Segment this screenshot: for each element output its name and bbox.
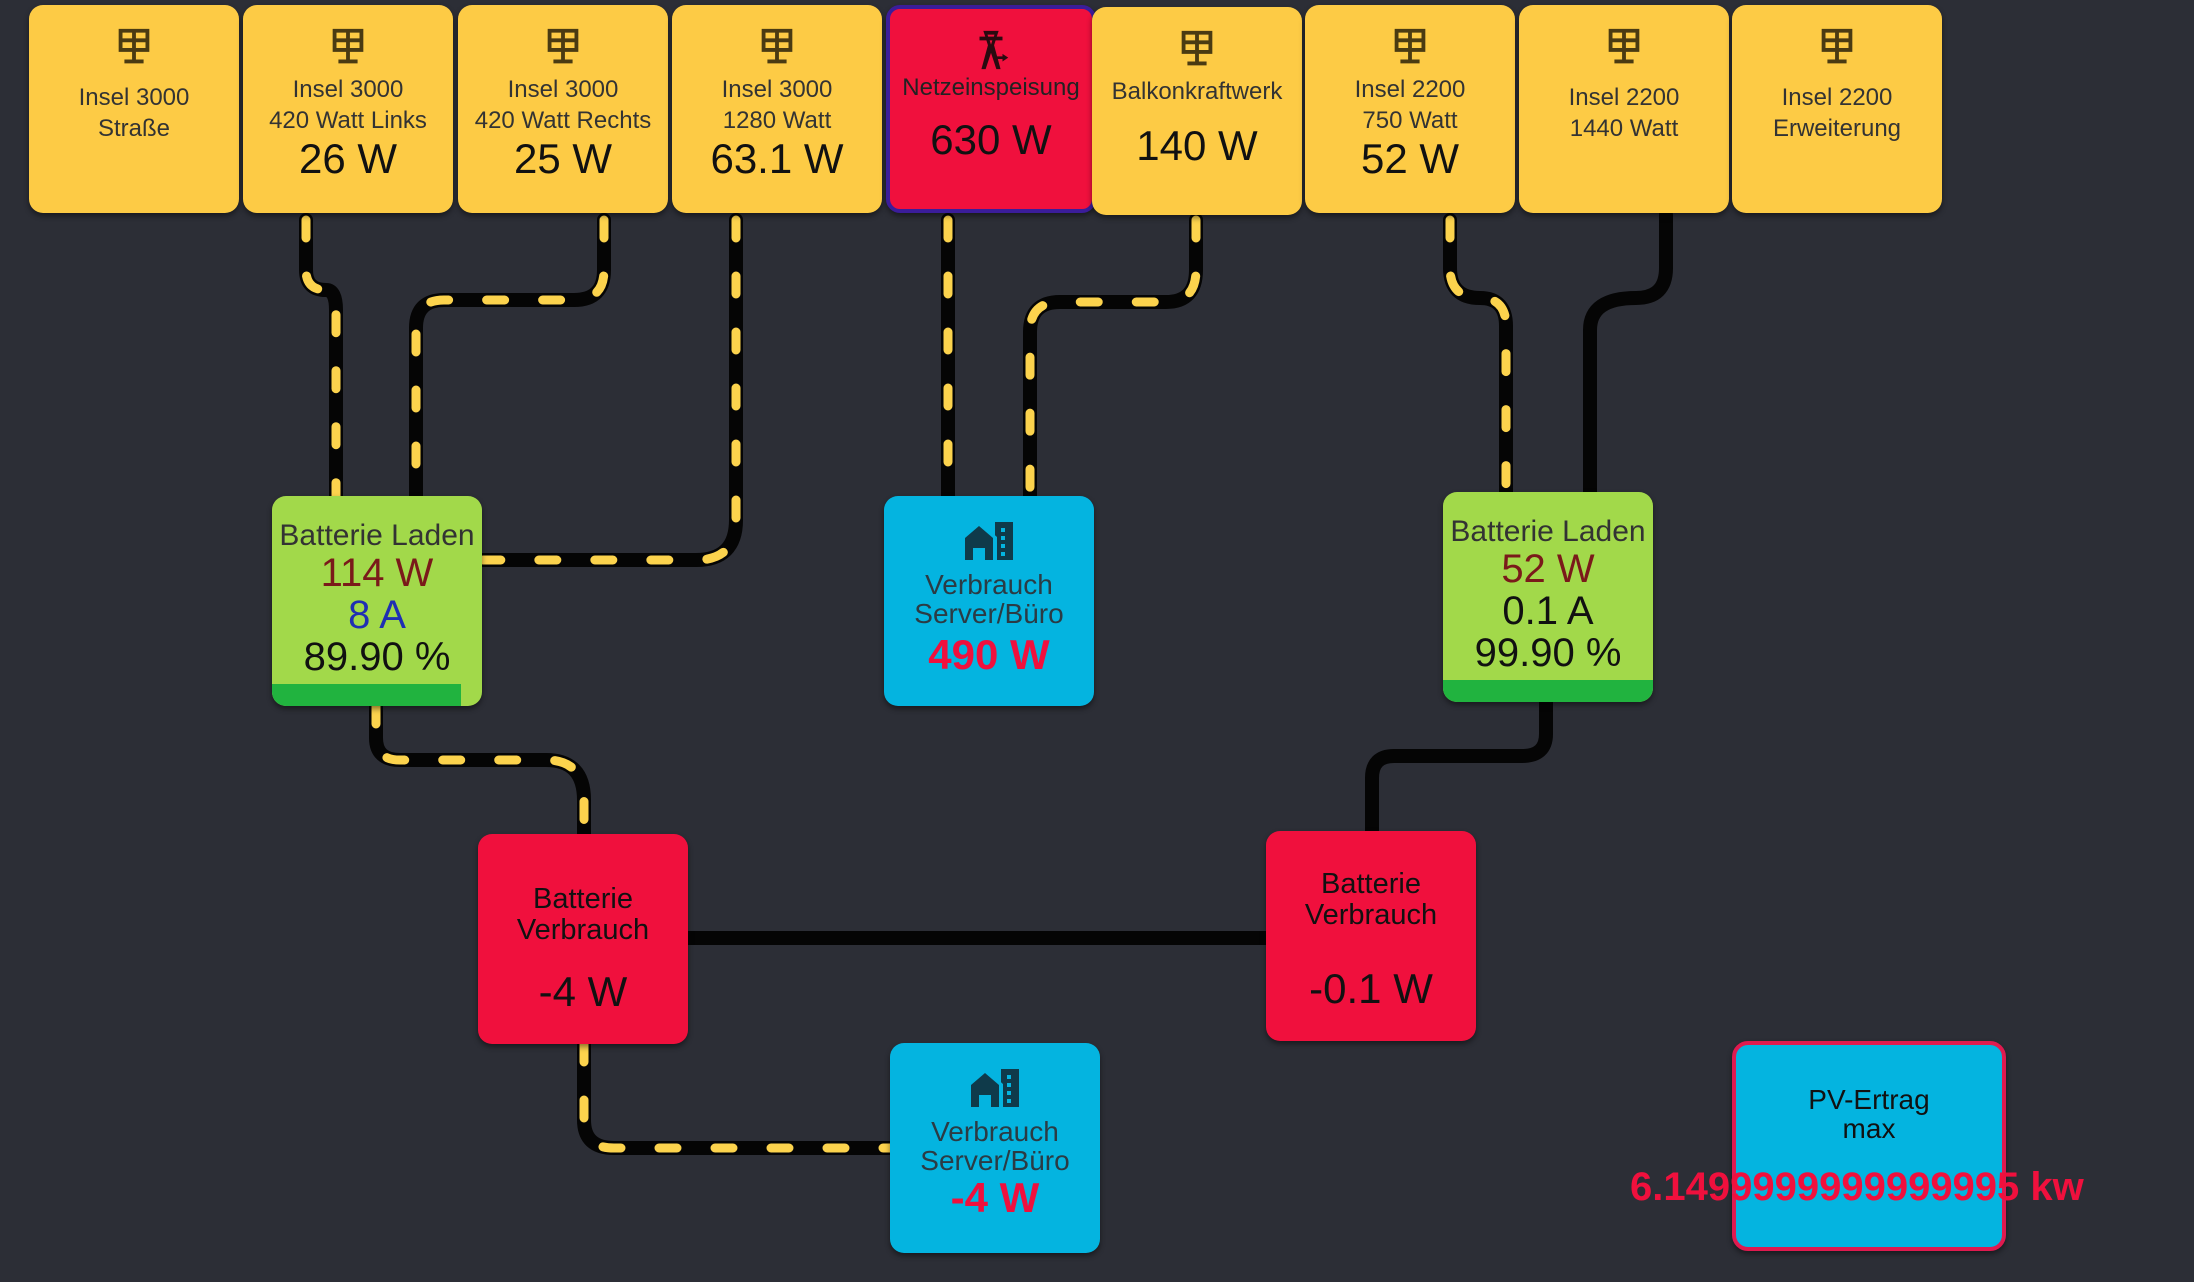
wire-s3-batL-flow xyxy=(477,215,741,565)
battery-charge-right[interactable]: Batterie Laden 52 W 0.1 A 99.90 % xyxy=(1443,492,1653,702)
source-tile-insel-3000-1280[interactable]: Insel 3000 1280 Watt 63.1 W xyxy=(672,5,882,213)
wire-s6-batR-flow xyxy=(1445,215,1511,497)
pv-yield-value: 6.1499999999999995 kw xyxy=(1630,1165,2084,1209)
wire-s5-consTop-flow xyxy=(1025,215,1201,501)
battery-title: Batterie Laden xyxy=(279,519,475,552)
usage-label-line2: Verbrauch xyxy=(1304,899,1438,931)
source-label-line2: 750 Watt xyxy=(1362,107,1458,134)
consumer-value: -4 W xyxy=(950,1174,1040,1221)
battery-soc: 89.90 % xyxy=(303,635,451,679)
battery-charge-left[interactable]: Batterie Laden 114 W 8 A 89.90 % xyxy=(272,496,482,706)
source-value: 26 W xyxy=(298,135,398,182)
usage-value: -4 W xyxy=(538,968,628,1015)
source-label-line2: 420 Watt Rechts xyxy=(474,107,652,134)
transmission-tower-icon xyxy=(979,30,1009,70)
home-city-icon xyxy=(971,1069,1019,1107)
source-label-line2: Straße xyxy=(97,115,171,142)
wire-useL-consBottom xyxy=(577,1037,897,1155)
pv-label-line1: PV-Ertrag xyxy=(1808,1084,1930,1115)
consumer-label-line2: Server/Büro xyxy=(920,1145,1070,1176)
solar-panel-icon xyxy=(332,28,364,64)
wire-useL-consBottom-flow xyxy=(579,1039,895,1153)
source-label-line1: Insel 2200 xyxy=(1354,76,1466,103)
consumer-label-line1: Verbrauch xyxy=(925,569,1053,600)
wire-batL-useL-flow xyxy=(371,701,589,839)
wire-s7-batR xyxy=(1583,208,1673,499)
source-tile-insel-2200-750[interactable]: Insel 2200 750 Watt 52 W xyxy=(1305,5,1515,213)
grid-label: Netzeinspeisung xyxy=(902,74,1080,101)
wire-s1-batL-flow xyxy=(301,215,341,501)
pv-label-line2: max xyxy=(1842,1113,1896,1144)
solar-panel-icon xyxy=(1821,28,1853,64)
source-label-line2: 1440 Watt xyxy=(1569,115,1679,142)
grid-value: 630 W xyxy=(930,116,1052,163)
solar-panel-icon xyxy=(1394,28,1426,64)
source-label-line1: Insel 3000 xyxy=(78,84,190,111)
battery-usage-left[interactable]: Batterie Verbrauch -4 W xyxy=(478,834,688,1044)
wire-s6-batR xyxy=(1443,213,1513,499)
pv-yield-max-tile[interactable]: PV-Ertrag max xyxy=(1732,1041,2006,1251)
source-tile-balkonkraftwerk[interactable]: Balkonkraftwerk 140 W xyxy=(1092,7,1302,215)
consumer-value: 490 W xyxy=(928,631,1050,678)
battery-current: 0.1 A xyxy=(1502,589,1594,633)
wire-s2-batL xyxy=(409,213,611,503)
source-label-line1: Insel 2200 xyxy=(1568,84,1680,111)
consumer-label-line2: Server/Büro xyxy=(914,598,1064,629)
solar-panel-icon xyxy=(761,28,793,64)
usage-value: -0.1 W xyxy=(1309,965,1433,1012)
battery-soc-bar xyxy=(272,684,461,706)
source-label-line1: Insel 2200 xyxy=(1781,84,1893,111)
grid-feed-tile[interactable]: Netzeinspeisung 630 W xyxy=(886,5,1096,213)
source-tile-insel-3000-strasse[interactable]: Insel 3000 Straße xyxy=(29,5,239,213)
wire-s5-consTop xyxy=(1023,213,1203,503)
source-label-line1: Balkonkraftwerk xyxy=(1111,78,1283,105)
battery-power: 52 W xyxy=(1501,547,1595,591)
source-value: 63.1 W xyxy=(710,135,844,182)
source-label-line2: 420 Watt Links xyxy=(269,107,427,134)
source-label-line1: Insel 3000 xyxy=(507,76,619,103)
home-city-icon xyxy=(965,522,1013,560)
source-value: 25 W xyxy=(513,135,613,182)
battery-title: Batterie Laden xyxy=(1450,515,1646,548)
source-label-line2: Erweiterung xyxy=(1772,115,1902,142)
source-value: 140 W xyxy=(1136,122,1258,169)
usage-label-line1: Batterie xyxy=(533,883,633,915)
solar-panel-icon xyxy=(118,28,150,64)
wire-s2-batL-flow xyxy=(411,215,609,501)
consumer-server-buero-top[interactable]: Verbrauch Server/Büro 490 W xyxy=(884,496,1094,706)
battery-current: 8 A xyxy=(348,593,406,637)
battery-soc-bar xyxy=(1443,680,1653,702)
wire-s1-batL xyxy=(299,213,343,503)
source-tile-insel-2200-erweiterung[interactable]: Insel 2200 Erweiterung xyxy=(1732,5,1942,213)
battery-usage-right[interactable]: Batterie Verbrauch -0.1 W xyxy=(1266,831,1476,1041)
battery-power: 114 W xyxy=(320,551,434,595)
battery-soc: 99.90 % xyxy=(1474,631,1622,675)
wire-batL-useL xyxy=(369,699,591,841)
source-tile-insel-3000-420-links[interactable]: Insel 3000 420 Watt Links 26 W xyxy=(243,5,453,213)
usage-label-line2: Verbrauch xyxy=(516,914,650,946)
source-label-line1: Insel 3000 xyxy=(721,76,833,103)
solar-panel-icon xyxy=(547,28,579,64)
source-label-line2: 1280 Watt xyxy=(722,107,832,134)
source-tile-insel-3000-420-rechts[interactable]: Insel 3000 420 Watt Rechts 25 W xyxy=(458,5,668,213)
source-label-line1: Insel 3000 xyxy=(292,76,404,103)
consumer-label-line1: Verbrauch xyxy=(931,1116,1059,1147)
consumer-server-buero-bottom[interactable]: Verbrauch Server/Büro -4 W xyxy=(890,1043,1100,1253)
solar-panel-icon xyxy=(1608,28,1640,64)
usage-label-line1: Batterie xyxy=(1321,868,1421,900)
solar-panel-icon xyxy=(1181,30,1213,66)
source-value: 52 W xyxy=(1360,135,1460,182)
source-tile-insel-2200-1440[interactable]: Insel 2200 1440 Watt xyxy=(1519,5,1729,213)
wire-batR-useR xyxy=(1365,695,1553,841)
